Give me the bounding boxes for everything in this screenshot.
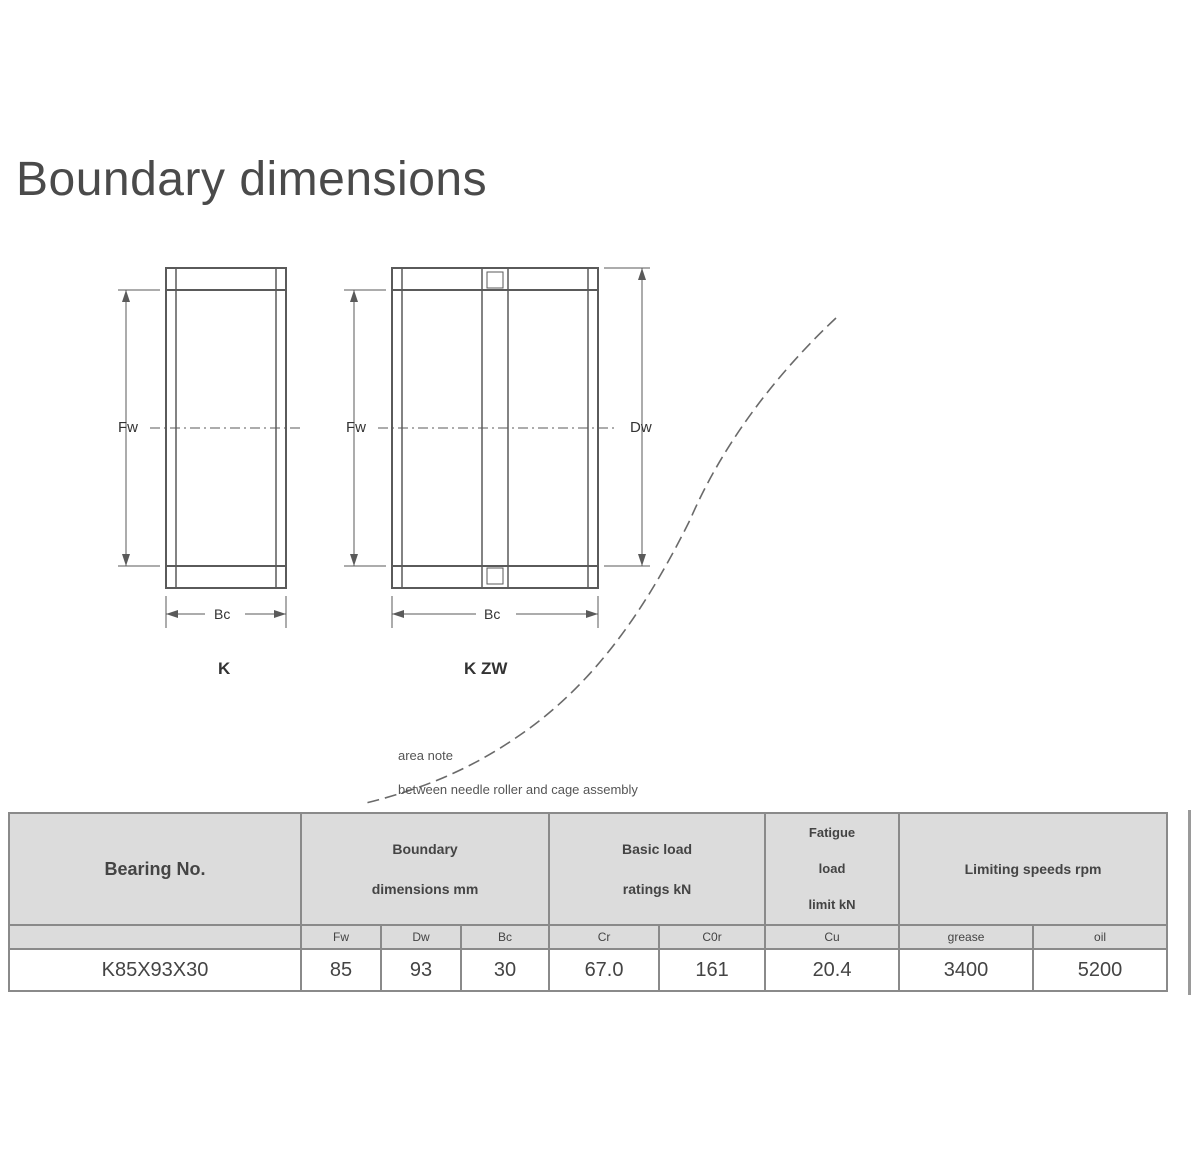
caption-right: K ZW: [464, 659, 508, 678]
page-title: Boundary dimensions: [16, 153, 488, 206]
cell-c0r: 161: [658, 948, 767, 992]
spec-table: Bearing No. Boundary dimensions mm Basic…: [8, 812, 1169, 992]
header-basic-load: Basic load ratings kN: [548, 812, 767, 926]
dw-label-right: Dw: [630, 419, 652, 436]
subheader-cu: Cu: [764, 924, 901, 950]
subheader-grease: grease: [898, 924, 1035, 950]
header-boundary: Boundary dimensions mm: [299, 812, 551, 926]
table-subheader-row: Fw Dw Bc Cr C0r Cu grease oil: [8, 924, 1169, 950]
header-fatigue: Fatigue load limit kN: [764, 812, 901, 926]
single-row-bearing: [118, 267, 300, 628]
cell-bc: 30: [459, 948, 551, 992]
subheader-bc: Bc: [459, 924, 551, 950]
table-header-row: Bearing No. Boundary dimensions mm Basic…: [8, 812, 1169, 926]
caption-left: K: [218, 659, 231, 678]
bc-label-left: Bc: [214, 606, 230, 622]
cell-bearing-no: K85X93X30: [8, 948, 302, 992]
subheader-cr: Cr: [548, 924, 661, 950]
cell-oil: 5200: [1032, 948, 1169, 992]
fw-label-left: Fw: [118, 419, 138, 436]
cell-fw: 85: [300, 948, 382, 992]
callout-curve: [361, 317, 837, 805]
header-bearing-no: Bearing No.: [8, 812, 302, 926]
callout-note-1: area note: [398, 748, 453, 763]
callout-note-2: between needle roller and cage assembly: [398, 782, 638, 797]
adjacent-table-edge: [1188, 810, 1191, 995]
cell-cr: 67.0: [548, 948, 661, 992]
subheader-oil: oil: [1032, 924, 1169, 950]
bc-label-right: Bc: [484, 606, 500, 622]
subheader-c0r: C0r: [658, 924, 767, 950]
subheader-fw: Fw: [300, 924, 382, 950]
cell-grease: 3400: [898, 948, 1035, 992]
cell-dw: 93: [380, 948, 462, 992]
subheader-empty: [8, 924, 302, 950]
fw-label-right: Fw: [346, 419, 366, 436]
table-row: K85X93X30 85 93 30 67.0 161 20.4 3400 52…: [8, 948, 1169, 992]
header-limiting-speeds: Limiting speeds rpm: [898, 812, 1169, 926]
cell-cu: 20.4: [764, 948, 901, 992]
double-row-bearing: [344, 267, 650, 628]
subheader-dw: Dw: [380, 924, 462, 950]
